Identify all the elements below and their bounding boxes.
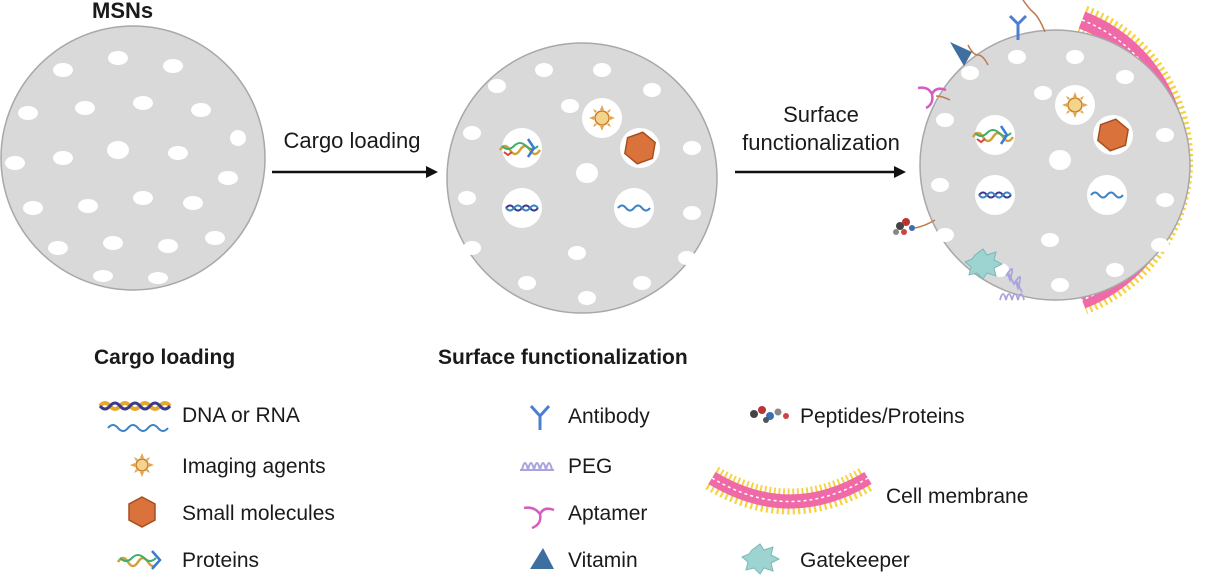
legend-peptide-icon [750, 406, 789, 423]
legend-gatekeeper-icon [741, 543, 781, 575]
legend-item-cell-membrane: Cell membrane [886, 485, 1029, 508]
legend-item-gatekeeper: Gatekeeper [800, 549, 910, 572]
legend-imaging-agent-icon [130, 453, 154, 477]
legend-cargo-heading: Cargo loading [94, 346, 236, 369]
aptamer-icon [917, 86, 947, 110]
msn-sphere-loaded [446, 42, 718, 314]
legend-item-peptides-proteins: Peptides/Proteins [800, 405, 965, 428]
surface-step-label-line2: functionalization [742, 130, 900, 155]
legend-item-small-molecules: Small molecules [182, 502, 335, 525]
gatekeeper-icon [964, 248, 1004, 280]
legend-protein-icon [116, 550, 162, 570]
legend-antibody-icon [529, 404, 551, 430]
cargo-loading-arrow [272, 166, 438, 178]
antibody-icon [1008, 14, 1028, 40]
legend-peg-icon [520, 462, 554, 471]
msn-title: MSNs [92, 0, 154, 23]
cargo-loading-step-label: Cargo loading [283, 128, 421, 153]
legend-item-imaging-agents: Imaging agents [182, 455, 326, 478]
surface-step-label-line1: Surface [783, 102, 859, 127]
legend-item-dna-rna: DNA or RNA [182, 404, 300, 427]
surface-ligands [893, 0, 1046, 301]
legend-item-vitamin: Vitamin [568, 549, 638, 572]
vitamin-icon [950, 42, 972, 66]
legend-item-aptamer: Aptamer [568, 502, 648, 525]
msn-sphere-functionalized [919, 29, 1191, 301]
legend-small-molecule-icon [128, 496, 156, 528]
peg-icon [999, 268, 1025, 301]
legend-item-antibody: Antibody [568, 405, 650, 428]
legend-item-proteins: Proteins [182, 549, 260, 572]
legend-surface-heading: Surface functionalization [438, 346, 688, 369]
surface-functionalization-arrow [735, 166, 906, 178]
peptide-icon [893, 218, 915, 235]
msn-sphere-empty [0, 25, 266, 291]
legend-vitamin-icon [530, 548, 554, 569]
legend-aptamer-icon [523, 506, 555, 530]
legend-dna-icon [98, 401, 172, 432]
legend-item-peg: PEG [568, 455, 613, 478]
legend-cell-membrane-icon [705, 466, 875, 515]
